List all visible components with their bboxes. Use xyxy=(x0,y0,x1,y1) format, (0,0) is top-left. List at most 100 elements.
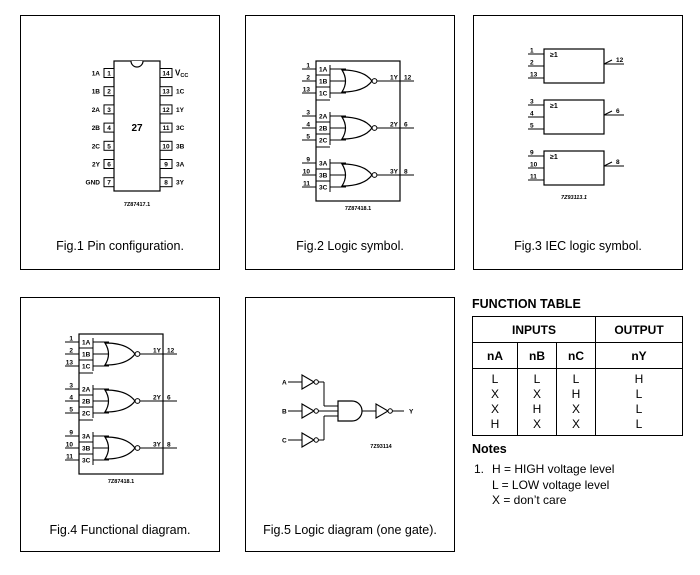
pin-number: 13 xyxy=(66,360,74,367)
inverter-triangle xyxy=(301,432,316,448)
pin-number: 8 xyxy=(164,180,168,187)
pin-box xyxy=(103,140,115,151)
pin-number: 6 xyxy=(107,162,111,169)
input-label: B xyxy=(282,409,287,416)
pin-box xyxy=(159,68,173,78)
input-name: 2C xyxy=(82,410,91,417)
inputs-header: INPUTS xyxy=(472,316,596,343)
pin-number: 11 xyxy=(530,174,537,181)
output-name: 3Y xyxy=(153,442,162,449)
input-name: 1A xyxy=(82,339,91,346)
pin-number: 3 xyxy=(107,107,111,114)
input-label: C xyxy=(282,438,287,445)
pin-number: 13 xyxy=(530,72,538,79)
input-name: 3B xyxy=(319,172,328,179)
pin-box xyxy=(159,159,173,169)
input-name: 1C xyxy=(82,363,91,370)
negation-mark xyxy=(603,59,613,65)
nor-gate-shape xyxy=(340,116,373,140)
input-name: 2A xyxy=(82,386,91,393)
output-label: Y xyxy=(409,409,414,416)
column-header: nA xyxy=(472,342,518,369)
pin-number: 4 xyxy=(530,111,534,118)
inversion-bubble xyxy=(313,379,319,385)
pin-name: 3B xyxy=(176,143,185,150)
pin-box xyxy=(103,122,115,133)
input-name: 3C xyxy=(319,184,328,191)
pin-number: 2 xyxy=(530,60,534,67)
function-table-title: FUNCTION TABLE xyxy=(472,297,581,311)
inversion-bubble xyxy=(134,398,141,404)
inversion-bubble xyxy=(134,351,141,357)
pin-name: 3Y xyxy=(176,180,185,187)
pin-box xyxy=(103,104,115,115)
pin-number: 10 xyxy=(162,143,170,150)
chip-notch xyxy=(130,60,144,68)
pin-name: 2C xyxy=(92,143,101,150)
pin-number: 10 xyxy=(66,442,74,449)
pin-number: 1 xyxy=(530,48,534,55)
figure-code: 7Z93114 xyxy=(370,444,392,450)
input-name: 2C xyxy=(319,137,328,144)
pin-box xyxy=(103,159,115,169)
pin-number: 11 xyxy=(163,125,170,132)
pin-box xyxy=(159,140,173,151)
inverter-triangle xyxy=(301,374,316,390)
fig2-caption: Fig.2 Logic symbol. xyxy=(296,239,404,253)
inversion-bubble xyxy=(371,172,378,178)
table-cell: X xyxy=(571,402,580,416)
iec-symbol: ≥1 xyxy=(550,52,558,59)
pin-number: 12 xyxy=(167,348,175,355)
pin-number: 10 xyxy=(303,169,311,176)
table-cell: L xyxy=(572,372,580,386)
table-cell: X xyxy=(532,417,541,431)
pin-number: 12 xyxy=(404,75,412,82)
pin-name: GND xyxy=(86,180,101,187)
table-cell: L xyxy=(635,387,643,401)
column-header: nC xyxy=(556,342,596,369)
pin-number: 9 xyxy=(306,157,310,164)
pin-number: 9 xyxy=(69,430,73,437)
nor-gate-shape xyxy=(340,163,373,187)
input-name: 3A xyxy=(319,160,328,167)
pin-number: 2 xyxy=(107,89,111,96)
pin-number: 10 xyxy=(530,162,538,169)
iec-gate-box xyxy=(543,99,605,135)
pin-name: 3A xyxy=(176,162,185,169)
fig1-caption: Fig.1 Pin configuration. xyxy=(56,239,184,253)
pin-number: 11 xyxy=(303,181,310,188)
table-cell: X xyxy=(490,402,499,416)
iec-gate-box xyxy=(543,150,605,186)
output-name: 3Y xyxy=(390,169,399,176)
pin-number: 2 xyxy=(69,348,73,355)
nor-gate-shape xyxy=(103,342,136,366)
figure-code: 7Z87417.1 xyxy=(124,202,150,208)
inversion-bubble xyxy=(134,445,141,451)
pin-number: 6 xyxy=(404,122,408,129)
chip-label: 27 xyxy=(131,123,143,134)
iec-symbol: ≥1 xyxy=(550,103,558,110)
pin-number: 1 xyxy=(306,63,310,70)
input-name: 1B xyxy=(319,78,328,85)
input-name: 2B xyxy=(319,125,328,132)
figure-code: 7Z87418.1 xyxy=(345,206,371,212)
note-line: X = don’t care xyxy=(492,493,567,507)
input-name: 1A xyxy=(319,66,328,73)
pin-number: 1 xyxy=(107,71,111,78)
output-name: 1Y xyxy=(390,75,399,82)
column-header: nY xyxy=(595,342,683,369)
figure-code: 7Z93113.1 xyxy=(561,195,587,201)
output-name: 2Y xyxy=(153,395,162,402)
pin-number: 8 xyxy=(167,442,171,449)
table-cell: H xyxy=(634,372,644,386)
pin-box xyxy=(159,104,173,115)
pin-number: 6 xyxy=(167,395,171,402)
